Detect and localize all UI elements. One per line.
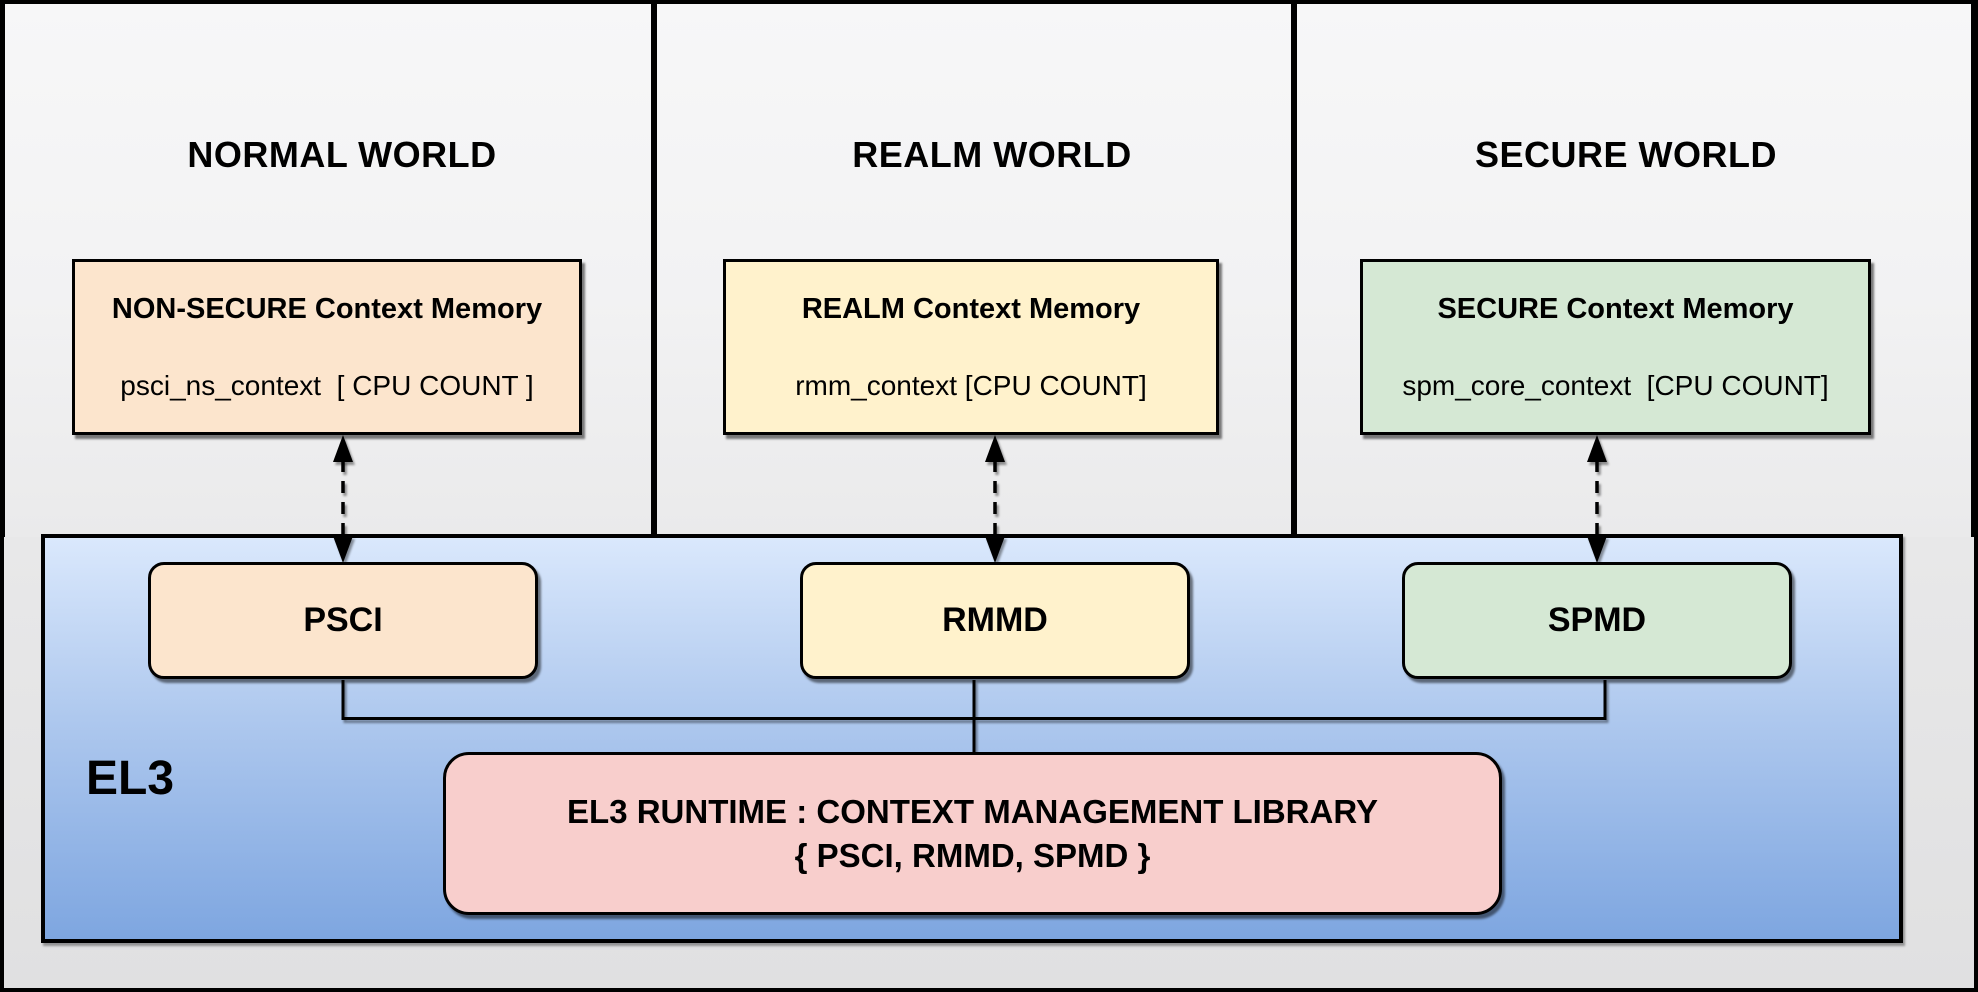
el3-runtime-box: EL3 RUNTIME : CONTEXT MANAGEMENT LIBRARY… bbox=[443, 752, 1502, 915]
realm-world-title: REALM WORLD bbox=[852, 133, 1132, 175]
module-spmd-label: SPMD bbox=[1547, 601, 1647, 639]
normal-world-title: NORMAL WORLD bbox=[187, 133, 497, 175]
secure-context-memory-subtitle: spm_core_context [CPU COUNT] bbox=[1402, 369, 1829, 401]
realm-context-memory-title: REALM Context Memory bbox=[801, 292, 1141, 325]
el3-label: EL3 bbox=[85, 752, 175, 805]
non-secure-context-memory-subtitle: psci_ns_context [ CPU COUNT ] bbox=[120, 369, 534, 401]
non-secure-context-memory-box: NON-SECURE Context Memory psci_ns_contex… bbox=[72, 259, 582, 435]
realm-context-memory-box: REALM Context Memory rmm_context [CPU CO… bbox=[723, 259, 1219, 435]
non-secure-context-memory-title: NON-SECURE Context Memory bbox=[111, 292, 543, 325]
realm-context-memory-subtitle: rmm_context [CPU COUNT] bbox=[795, 369, 1147, 401]
module-rmmd-box: RMMD bbox=[800, 562, 1190, 679]
module-psci-label: PSCI bbox=[303, 601, 383, 639]
secure-context-memory-box: SECURE Context Memory spm_core_context [… bbox=[1360, 259, 1871, 435]
secure-world-title: SECURE WORLD bbox=[1475, 133, 1777, 175]
el3-runtime-line2: { PSCI, RMMD, SPMD } bbox=[794, 836, 1151, 874]
secure-context-memory-title: SECURE Context Memory bbox=[1437, 292, 1794, 325]
module-rmmd-label: RMMD bbox=[942, 601, 1048, 639]
el3-runtime-line1: EL3 RUNTIME : CONTEXT MANAGEMENT LIBRARY bbox=[567, 792, 1378, 830]
module-psci-box: PSCI bbox=[148, 562, 538, 679]
module-spmd-box: SPMD bbox=[1402, 562, 1792, 679]
